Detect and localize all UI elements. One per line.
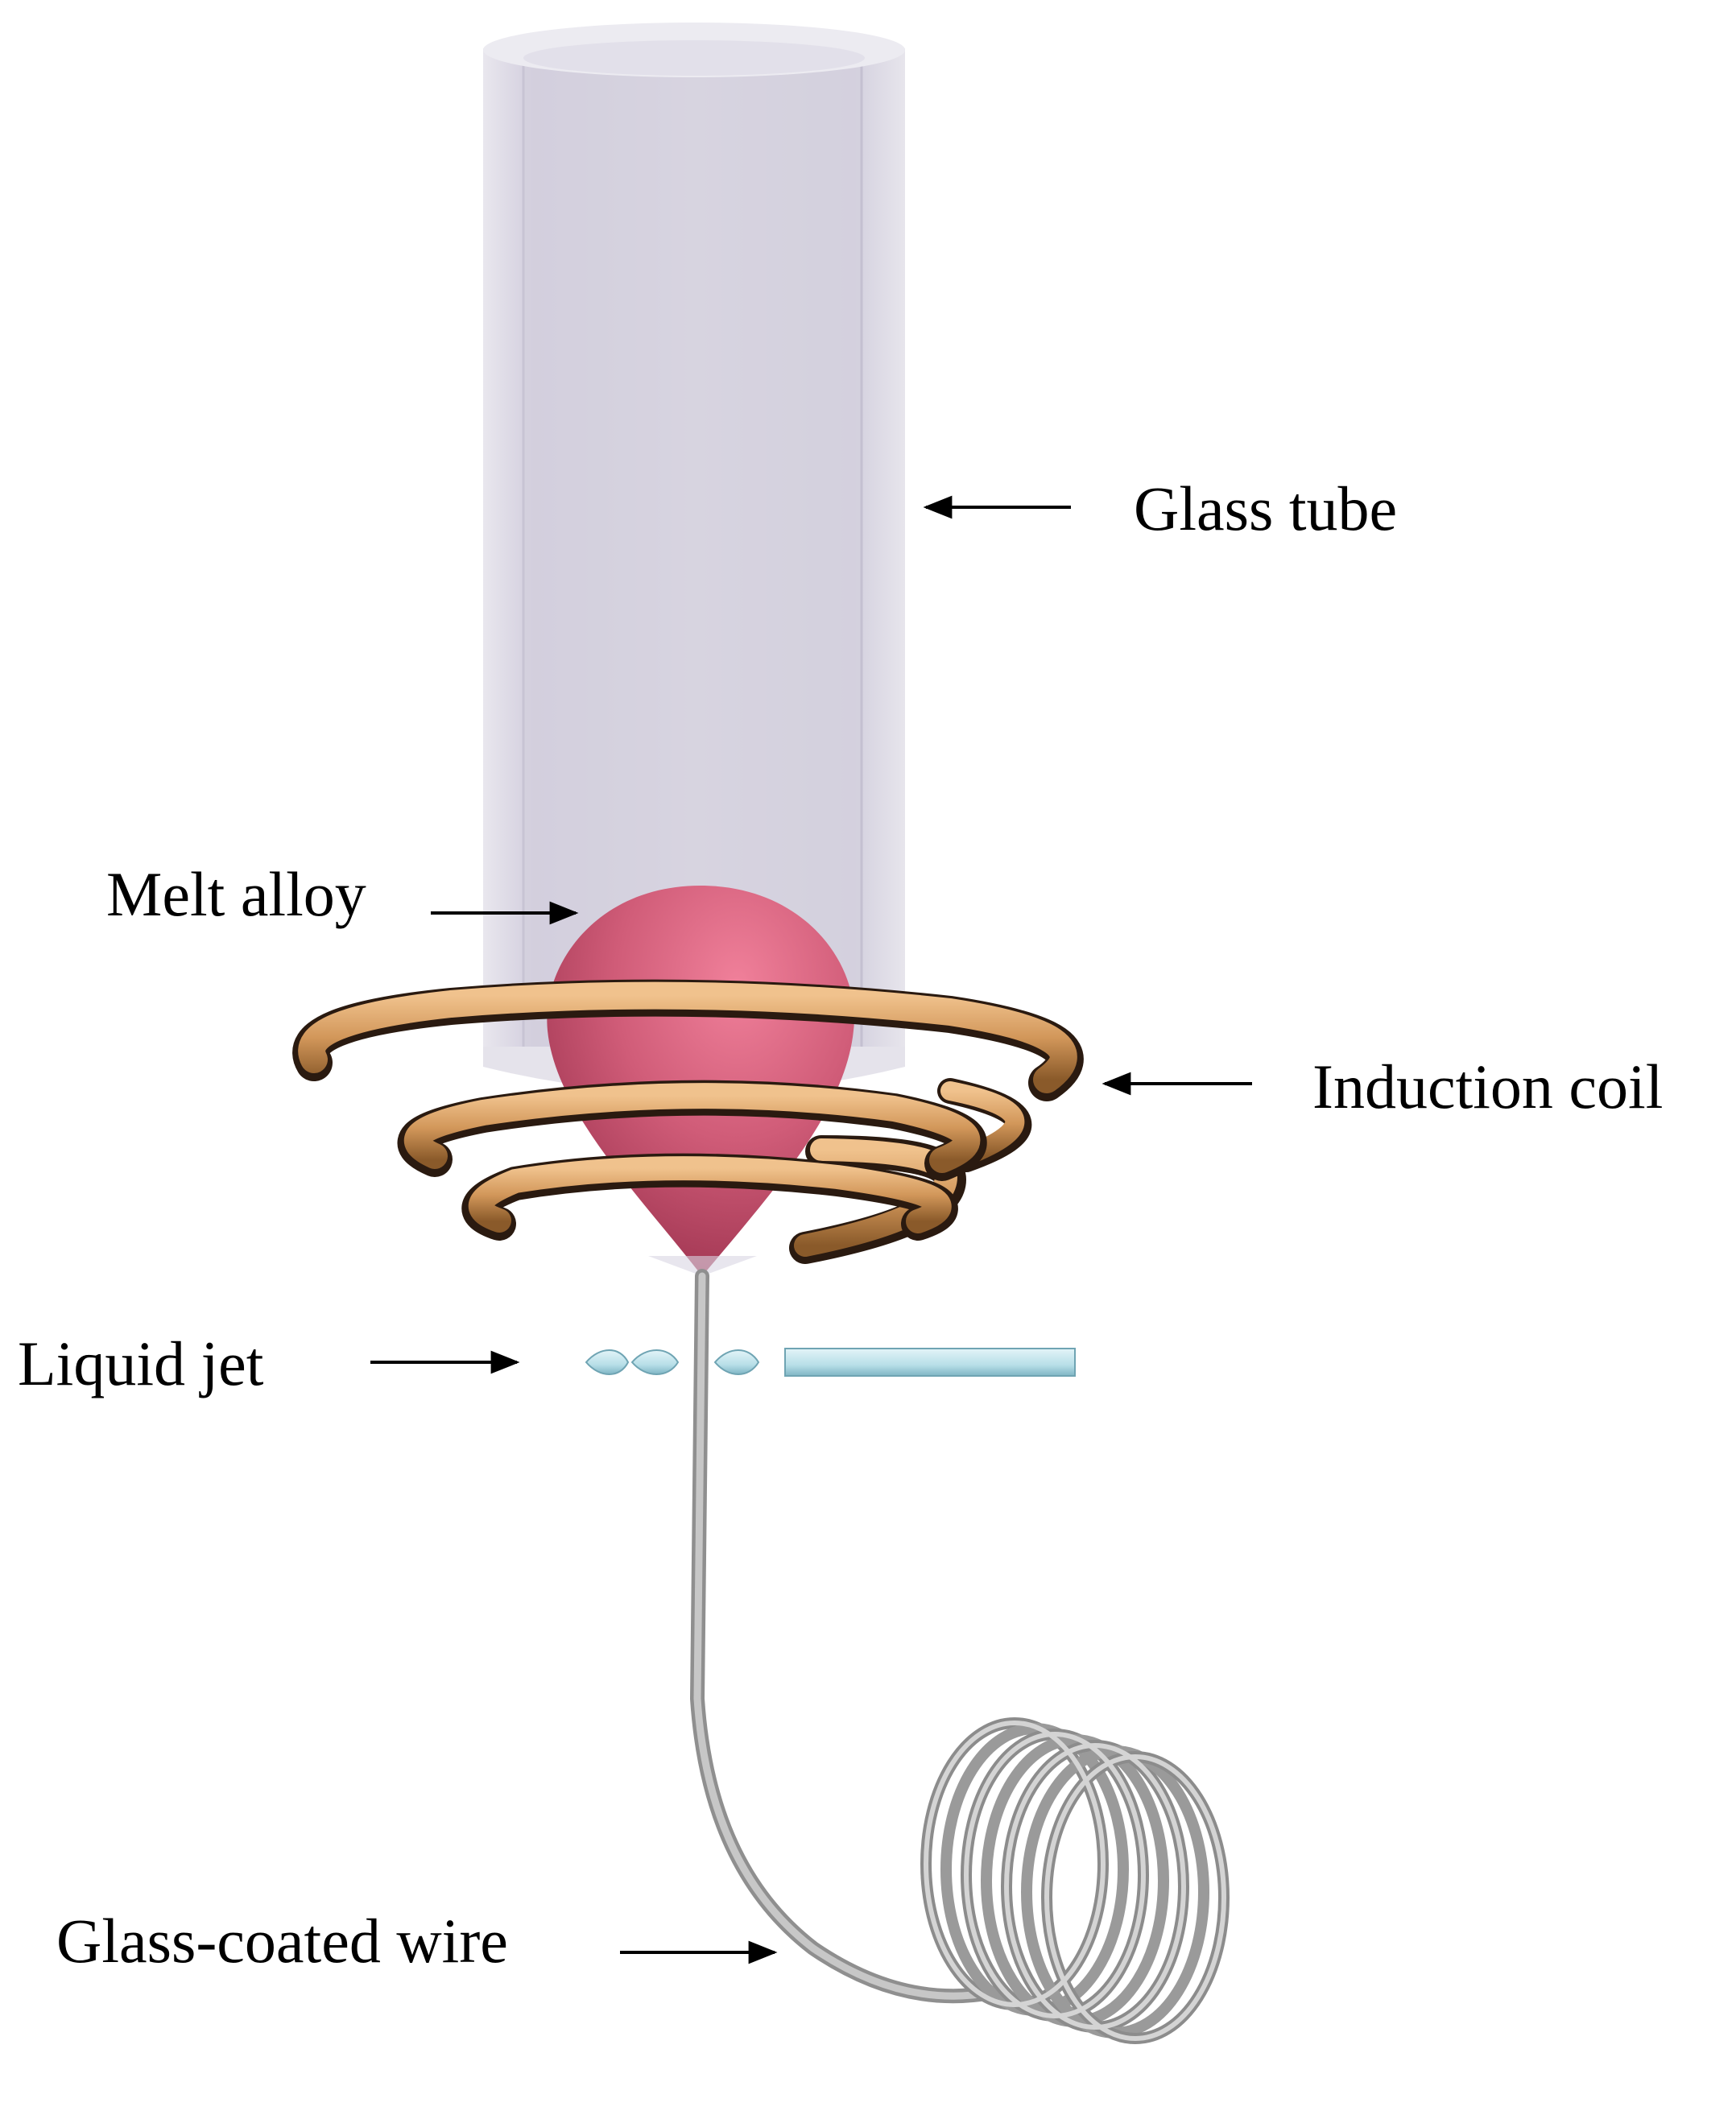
glass-coated-wire-label: Glass-coated wire (56, 1906, 508, 1976)
induction-coil (292, 979, 1084, 1264)
glass-coated-wire (689, 1269, 998, 2004)
annotation-arrows (370, 495, 1252, 1964)
liquid-jet (585, 1348, 1076, 1377)
induction-coil-label: Induction coil (1312, 1051, 1663, 1122)
glass-tube-label: Glass tube (1134, 473, 1397, 543)
liquid-jet-label: Liquid jet (18, 1328, 264, 1398)
wire-spool-highlight (924, 1721, 1226, 2041)
wire-spool (920, 1717, 1230, 2044)
melt-alloy-label: Melt alloy (106, 859, 366, 929)
induction-coil-back (937, 1078, 1032, 1172)
